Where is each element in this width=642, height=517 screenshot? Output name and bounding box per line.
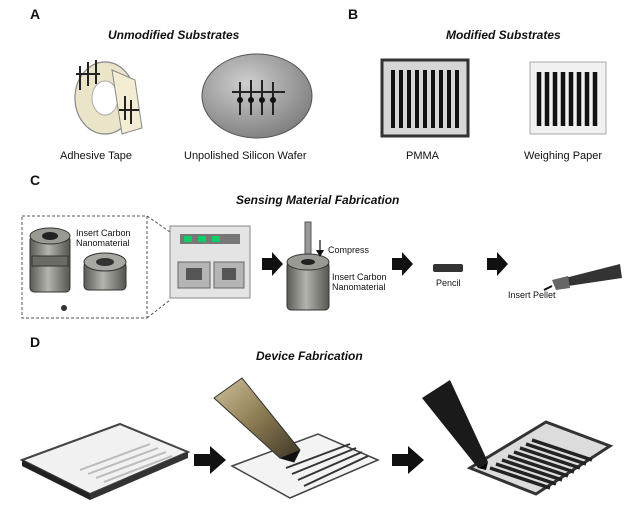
pencil-pellet-icon [433, 264, 463, 272]
weighing-paper-icon [529, 61, 607, 135]
panel-letter-b: B [348, 6, 359, 22]
electrode-line [495, 462, 557, 486]
electrode-line [513, 450, 575, 474]
arrow-2 [392, 252, 413, 276]
electrode-line [519, 446, 581, 470]
electrode-line [507, 454, 569, 478]
process-arrows [262, 252, 508, 276]
caption-adhesive-tape: Adhesive Tape [60, 150, 132, 162]
compression-die-icon [286, 221, 330, 311]
electrode-line [489, 466, 551, 490]
die-parts-icon [29, 227, 127, 311]
panel-a-title: Unmodified Substrates [108, 28, 240, 42]
label-compress: Compress [328, 245, 370, 255]
arrow-1 [262, 252, 283, 276]
label-insert-carbon-2-top: Insert Carbon [332, 272, 387, 282]
label-insert-pellet: Insert Pellet [508, 290, 556, 300]
panel-d-title: Device Fabrication [256, 349, 363, 363]
arrow-3 [487, 252, 508, 276]
caption-pmma: PMMA [406, 150, 439, 162]
finished-device-icon [422, 380, 614, 496]
silicon-wafer-icon [201, 53, 313, 139]
electrode-line [531, 438, 593, 462]
pencil-drawing-icon [213, 377, 380, 499]
label-insert-nanomaterial: Nanomaterial [76, 238, 130, 248]
electrode-line [501, 458, 563, 482]
panel-c-title: Sensing Material Fabrication [236, 193, 400, 207]
tape-roll-icon [74, 60, 143, 135]
pmma-substrate-icon [380, 58, 470, 138]
pencil-holder-icon [543, 264, 622, 291]
label-pencil: Pencil [436, 278, 461, 288]
caption-silicon-wafer: Unpolished Silicon Wafer [184, 150, 307, 162]
arrow-5 [392, 446, 424, 474]
panel-letter-a: A [30, 6, 41, 22]
blank-substrate-icon [19, 422, 191, 500]
label-insert-carbon-top: Insert Carbon [76, 228, 131, 238]
die-inset-box [21, 215, 148, 319]
arrow-4 [194, 446, 226, 474]
electrode-line [525, 442, 587, 466]
press-machine-icon [169, 225, 251, 299]
label-insert-nanomaterial-2: Nanomaterial [332, 282, 386, 292]
panel-b-title: Modified Substrates [446, 28, 561, 42]
panel-letter-d: D [30, 334, 41, 350]
panel-letter-c: C [30, 172, 41, 188]
caption-weighing-paper: Weighing Paper [524, 150, 603, 162]
device-arrows [194, 446, 424, 474]
